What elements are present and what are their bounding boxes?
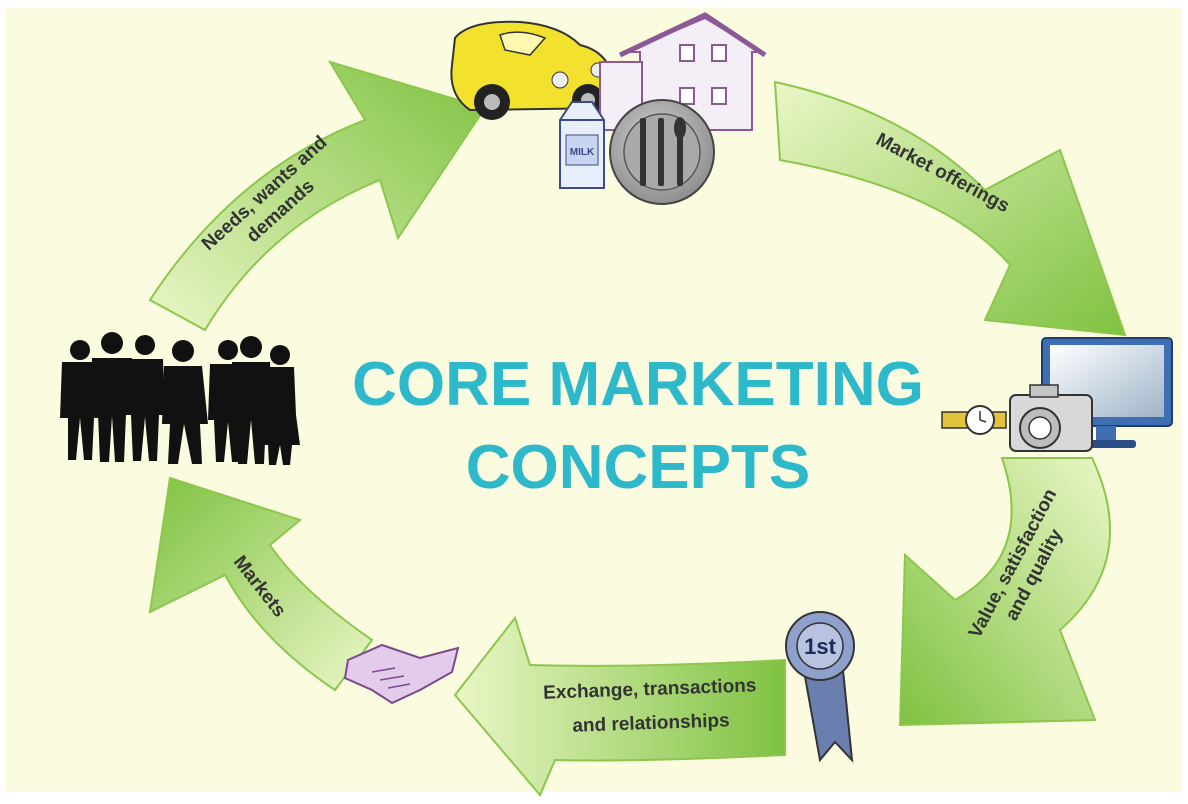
- milk-label: MILK: [570, 147, 595, 158]
- watch-icon: [941, 405, 1007, 435]
- first-place-ribbon-icon: 1st: [785, 611, 855, 763]
- plate-cutlery-icon: [609, 99, 715, 205]
- arrow-exchange: [453, 615, 786, 797]
- handshake-icon: [343, 643, 460, 705]
- arrow-value: [898, 457, 1111, 727]
- arrow-markets: [148, 476, 374, 692]
- title-line2: CONCEPTS: [466, 433, 810, 502]
- people-silhouettes-icon: [60, 332, 300, 465]
- camera-icon: [1009, 384, 1093, 452]
- badge-text: 1st: [804, 634, 836, 659]
- title-line1: CORE MARKETING: [352, 350, 924, 419]
- milk-carton-icon: MILK: [559, 101, 605, 189]
- car-icon: [450, 20, 617, 120]
- arrow-market-offerings: [773, 80, 1127, 337]
- arrow-needs: [148, 60, 487, 332]
